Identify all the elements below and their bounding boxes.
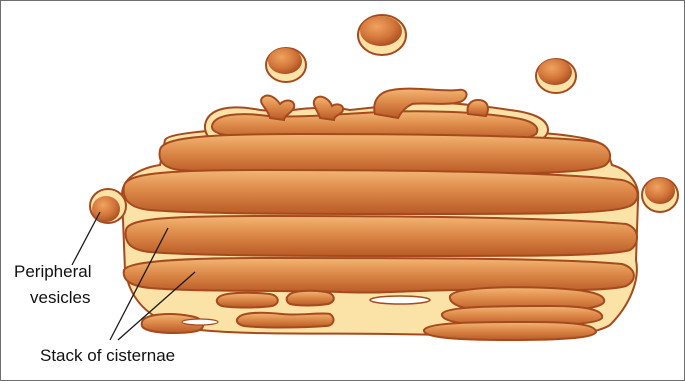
- fragment-middle-3: [287, 291, 334, 306]
- tubule-4: [467, 100, 487, 116]
- vesicle-top: [358, 15, 406, 55]
- fragment-middle-1: [217, 293, 278, 308]
- vesicle-right: [642, 178, 678, 212]
- cisterna-5: [124, 258, 634, 293]
- label-peripheral-vesicles-line-1: Peripheral: [14, 262, 92, 282]
- vesicle-left: [90, 189, 126, 223]
- lumen-gap-1: [370, 296, 430, 304]
- fragment-middle-2: [237, 313, 334, 328]
- label-peripheral-vesicles-line-2: vesicles: [30, 288, 90, 308]
- leader-line-peripheral-vesicles: [72, 212, 100, 265]
- cisterna-2: [160, 134, 611, 174]
- cisterna-3: [124, 170, 638, 214]
- cisterna-4: [126, 216, 637, 256]
- vesicle-top-right: [536, 59, 576, 93]
- label-stack-of-cisternae: Stack of cisternae: [40, 346, 175, 366]
- fragment-right-3: [424, 322, 596, 340]
- vesicle-top-left: [266, 48, 306, 82]
- lumen-gap-2: [182, 319, 218, 325]
